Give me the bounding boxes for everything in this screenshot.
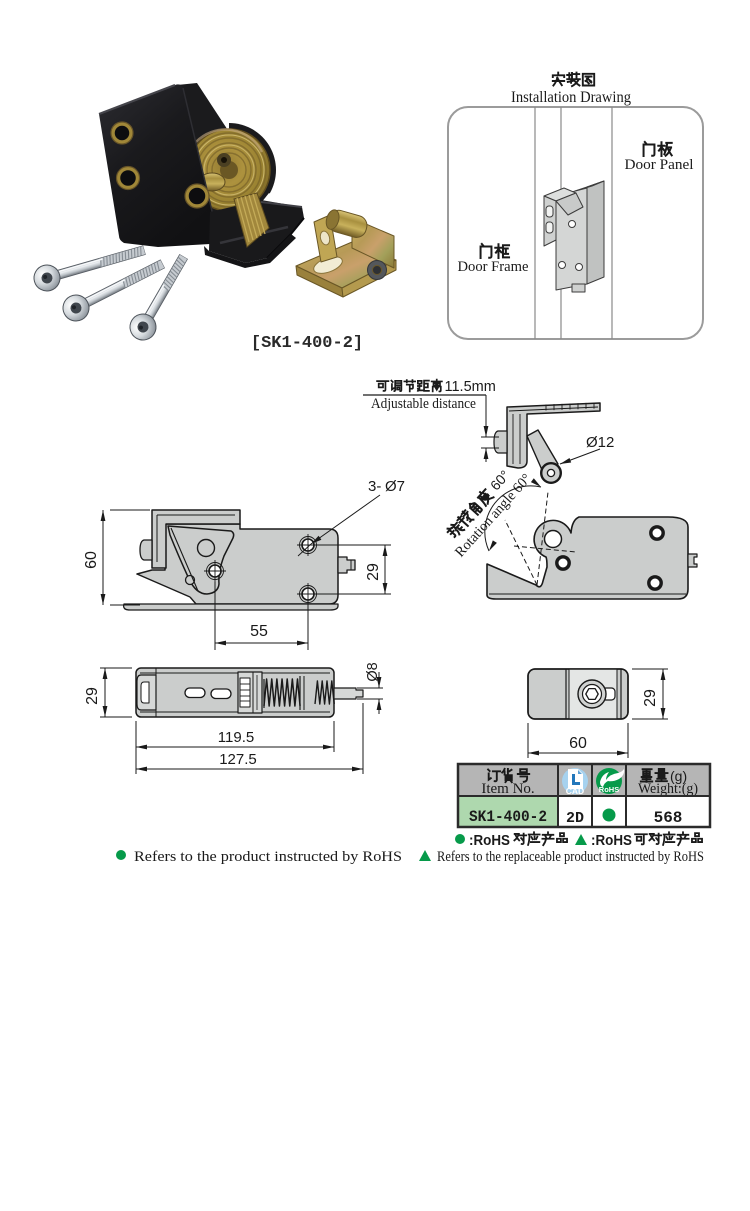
svg-text:29: 29 <box>642 689 659 707</box>
svg-text:60: 60 <box>83 551 100 569</box>
svg-text:3-: 3- <box>368 478 381 495</box>
svg-text:Adjustable distance: Adjustable distance <box>371 396 476 412</box>
svg-text:568: 568 <box>654 809 683 827</box>
svg-text:119.5: 119.5 <box>218 729 254 746</box>
svg-text:Refers to the replaceable prod: Refers to the replaceable product instru… <box>437 849 704 865</box>
svg-text:Installation Drawing: Installation Drawing <box>511 89 631 106</box>
svg-text:127.5: 127.5 <box>219 751 257 768</box>
svg-text:[SK1-400-2]: [SK1-400-2] <box>251 334 363 353</box>
svg-text:Item No.: Item No. <box>481 781 534 797</box>
svg-text:Ø7: Ø7 <box>385 478 405 495</box>
svg-text:Door Frame: Door Frame <box>458 259 529 275</box>
svg-text:Ø12: Ø12 <box>586 434 614 451</box>
svg-text:Weight:(g): Weight:(g) <box>638 781 698 797</box>
svg-text:55: 55 <box>250 623 268 640</box>
svg-text:29: 29 <box>84 687 101 705</box>
svg-text:CAD: CAD <box>566 786 584 796</box>
svg-text:Refers to the product instruct: Refers to the product instructed by RoHS <box>134 849 402 865</box>
svg-text:(g): (g) <box>670 768 687 784</box>
svg-text:Ø8: Ø8 <box>365 662 381 681</box>
svg-text::RoHS: :RoHS <box>591 832 632 849</box>
svg-text:RoHS: RoHS <box>599 785 619 794</box>
svg-text:Door Panel: Door Panel <box>625 157 694 173</box>
svg-text:2D: 2D <box>566 810 584 827</box>
svg-text:SK1-400-2: SK1-400-2 <box>469 808 547 826</box>
svg-text::RoHS: :RoHS <box>469 832 510 849</box>
svg-text:60: 60 <box>569 735 587 752</box>
svg-text:29: 29 <box>365 563 382 581</box>
svg-text:11.5mm: 11.5mm <box>445 379 496 395</box>
